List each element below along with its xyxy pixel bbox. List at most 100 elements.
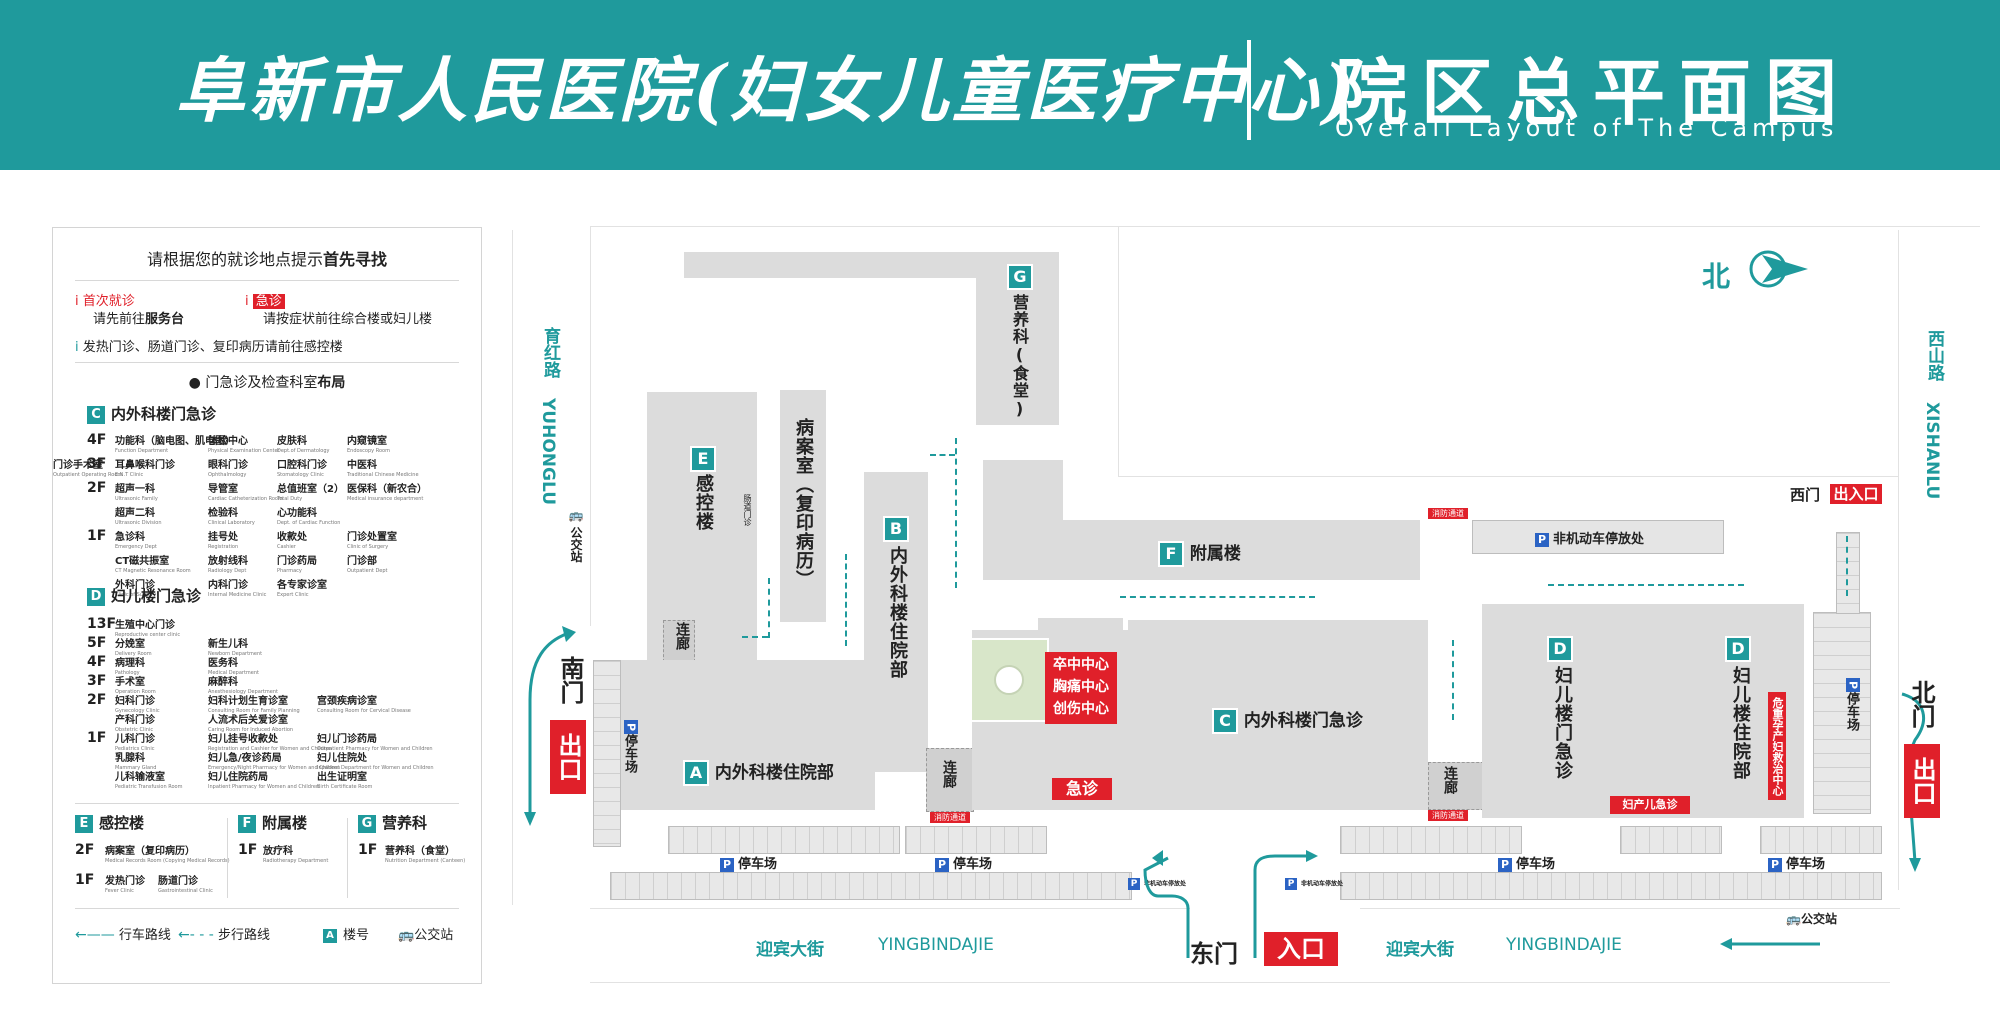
dept-nutrition: 营养科（食堂）Nutrition Department (Canteen): [385, 846, 466, 864]
person-icon: ⅰ: [75, 340, 79, 355]
floor-label: 1F: [238, 842, 258, 858]
xishan-road-en: XISHANLU: [1922, 402, 1942, 500]
g-building-label: 营养科(食堂): [1010, 294, 1029, 419]
floor-label: 3F: [87, 456, 107, 472]
legend-title: 请根据您的就诊地点提示首先寻找: [146, 250, 388, 269]
first-visit-note: ⅰ 首次就诊: [75, 294, 135, 309]
corridor-c: [1428, 762, 1484, 810]
dashed-arrow-icon: ←- - -: [178, 927, 214, 943]
building-badge-c: C: [1212, 708, 1238, 734]
d-building-inpatient-label: 妇儿楼住院部: [1730, 666, 1751, 780]
hospital-name: 阜新市人民医院(妇女儿童医疗中心): [175, 49, 1360, 132]
header-banner: 阜新市人民医院(妇女儿童医疗中心) 院区总平面图 Overall Layout …: [0, 0, 2000, 170]
bus-icon: 🚌: [569, 512, 583, 527]
emergency-label: 急诊: [1052, 778, 1112, 800]
a-building-label: A 内外科楼住院部: [683, 758, 834, 786]
yuhong-road-cn: 育红路: [540, 327, 560, 378]
key-bus-stop: 🚌公交站: [398, 928, 454, 943]
key-drive-route: ←—— 行车路线: [75, 927, 171, 943]
building-badge-d: D: [1547, 636, 1573, 662]
yuhong-road-en: YUHONGLU: [538, 398, 558, 506]
person-icon: ⅰ: [245, 294, 249, 309]
south-gate-exit: 出口: [550, 720, 586, 794]
medical-centers-label: 卒中中心胸痛中心创伤中心: [1045, 652, 1117, 724]
yingbin-street-cn: 迎宾大街: [1386, 940, 1454, 960]
maternal-center-label: 危重孕产妇救治中心: [1768, 692, 1786, 800]
d-building-clinic-label: 妇儿楼门急诊: [1552, 666, 1573, 780]
drive-route-east-in: [1143, 856, 1190, 958]
parking-stalls: [1760, 826, 1882, 854]
walk-route: [1846, 536, 1848, 596]
person-icon: ⅰ: [75, 294, 79, 309]
divider: [75, 362, 459, 363]
building-badge-a: A: [683, 760, 709, 786]
building-badge-f: F: [1158, 541, 1184, 567]
walk-route: [1548, 584, 1744, 586]
corridor-label: 连廊: [941, 760, 957, 788]
emergency-text: 请按症状前往综合楼或妇儿楼: [263, 312, 433, 327]
north-arrow-icon: [1749, 250, 1808, 288]
floor-label: 1F: [75, 872, 95, 888]
corridor-label: 连廊: [674, 622, 690, 650]
east-gate-entrance: 入口: [1264, 932, 1338, 966]
department-entry: 功能科（脑电图、肌电图）Function Department: [115, 436, 235, 454]
f-building-label: F 附属楼: [1158, 539, 1241, 567]
parking-label: P停车场: [620, 720, 642, 773]
building-badge-b: B: [883, 516, 909, 542]
parking-stalls: [905, 826, 1047, 854]
banner-separator: [1247, 40, 1251, 140]
floor-label: 1F: [87, 528, 107, 544]
corridor-label: 连廊: [1442, 766, 1458, 794]
north-gate-label: 北门: [1907, 680, 1935, 728]
first-visit-text: 请先前往服务台: [93, 312, 185, 327]
building-badge-g: G: [1007, 264, 1033, 290]
yingbin-street-en: YINGBINDAJIE: [1506, 935, 1622, 955]
walk-route: [845, 554, 847, 646]
north-label: 北: [1702, 260, 1731, 293]
map-subtitle: Overall Layout of The Campus: [1335, 114, 1839, 142]
parking-stalls: [1340, 826, 1522, 854]
corridor-e: [663, 620, 695, 662]
yingbin-street-cn: 迎宾大街: [756, 940, 824, 960]
divider: [75, 908, 459, 909]
department-entry: 总值班室（2）Total Duty: [277, 484, 344, 502]
parking-stalls-east: [1813, 612, 1871, 814]
